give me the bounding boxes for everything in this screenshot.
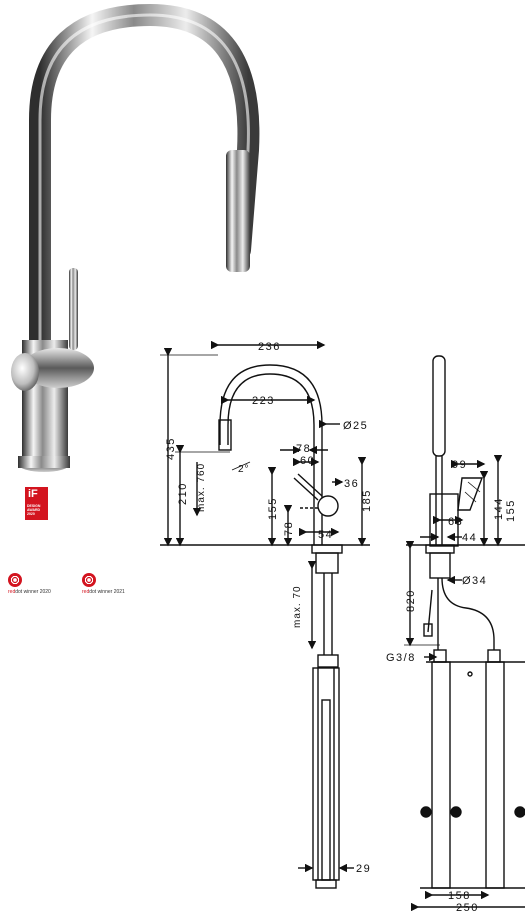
reddot-2021-badge: reddot winner 2021 — [82, 573, 125, 595]
dim-diameter-34: Ø34 — [462, 575, 487, 587]
faucet-photo — [11, 3, 260, 472]
dim-210: 210 — [177, 482, 189, 505]
dim-78-top: 78 — [296, 443, 311, 455]
dim-144: 144 — [493, 497, 505, 520]
if-award-text: DESIGN AWARD 2020 — [27, 504, 41, 516]
dim-diameter-25: Ø25 — [343, 420, 368, 432]
reddot-icon — [8, 573, 22, 587]
reddot-2020-badge: reddot winner 2020 — [8, 573, 51, 595]
dim-78-side: 78 — [283, 521, 295, 536]
dim-155: 155 — [267, 497, 279, 520]
dim-435: 435 — [165, 437, 177, 460]
dim-158: 158 — [448, 890, 471, 902]
if-design-award-badge: iF DESIGN AWARD 2020 — [25, 487, 48, 520]
dim-820: 820 — [405, 589, 417, 612]
dim-250: 250 — [456, 902, 479, 913]
dim-g38: G3/8 — [386, 652, 416, 664]
dim-36: 36 — [344, 478, 359, 490]
if-logo: iF — [28, 488, 38, 500]
front-dimension-labels: 236 223 Ø25 435 210 max. 760 2° 78 60 36… — [165, 341, 373, 875]
dim-29: 29 — [356, 863, 371, 875]
side-drawing — [404, 355, 525, 912]
front-drawing — [160, 340, 370, 889]
dim-155-side: 155 — [505, 499, 517, 522]
dim-185: 185 — [361, 489, 373, 512]
dim-angle: 2° — [238, 464, 250, 475]
dim-54: 54 — [318, 529, 333, 541]
dim-60: 60 — [300, 455, 315, 467]
dim-max-760: max. 760 — [196, 463, 207, 512]
dim-44: 44 — [462, 532, 477, 544]
dim-236: 236 — [258, 341, 281, 353]
dim-223: 223 — [252, 395, 275, 407]
reddot-icon — [82, 573, 96, 587]
dim-max-70: max. 70 — [292, 585, 303, 628]
side-dimension-labels: 99 144 155 63 44 820 Ø34 G3/8 158 250 — [386, 459, 517, 913]
dim-99: 99 — [452, 459, 467, 471]
dim-63: 63 — [448, 516, 463, 528]
